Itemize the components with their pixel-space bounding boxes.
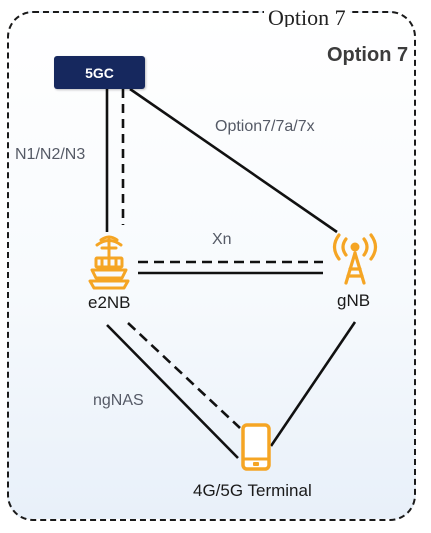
node-label-e2nb: e2NB [88, 293, 131, 312]
interface-label-n1-n2-n3: N1/N2/N3 [15, 146, 86, 163]
node-label-terminal: 4G/5G Terminal [193, 481, 312, 500]
core-network-label: 5GC [85, 64, 114, 81]
node-label-gnb: gNB [337, 291, 371, 310]
line-gnb-terminal [269, 321, 357, 447]
line-core-gnb [129, 87, 338, 234]
core-network-box: 5GC [54, 56, 145, 89]
diagram-frame: Option 7 [7, 5, 416, 521]
interface-label-option7: Option7/7a/7x [215, 118, 315, 135]
base-station-icon [88, 235, 130, 290]
diagram-title: Option 7 [327, 44, 409, 66]
clipped-header-text: Option 7 [264, 5, 350, 27]
interface-label-ngnas: ngNAS [93, 392, 144, 409]
interface-label-xn: Xn [212, 231, 232, 248]
line-e2nb-terminal-dashed [127, 322, 241, 429]
mobile-phone-icon [241, 423, 271, 471]
antenna-tower-icon [332, 233, 378, 285]
line-e2nb-terminal-solid [106, 324, 239, 459]
